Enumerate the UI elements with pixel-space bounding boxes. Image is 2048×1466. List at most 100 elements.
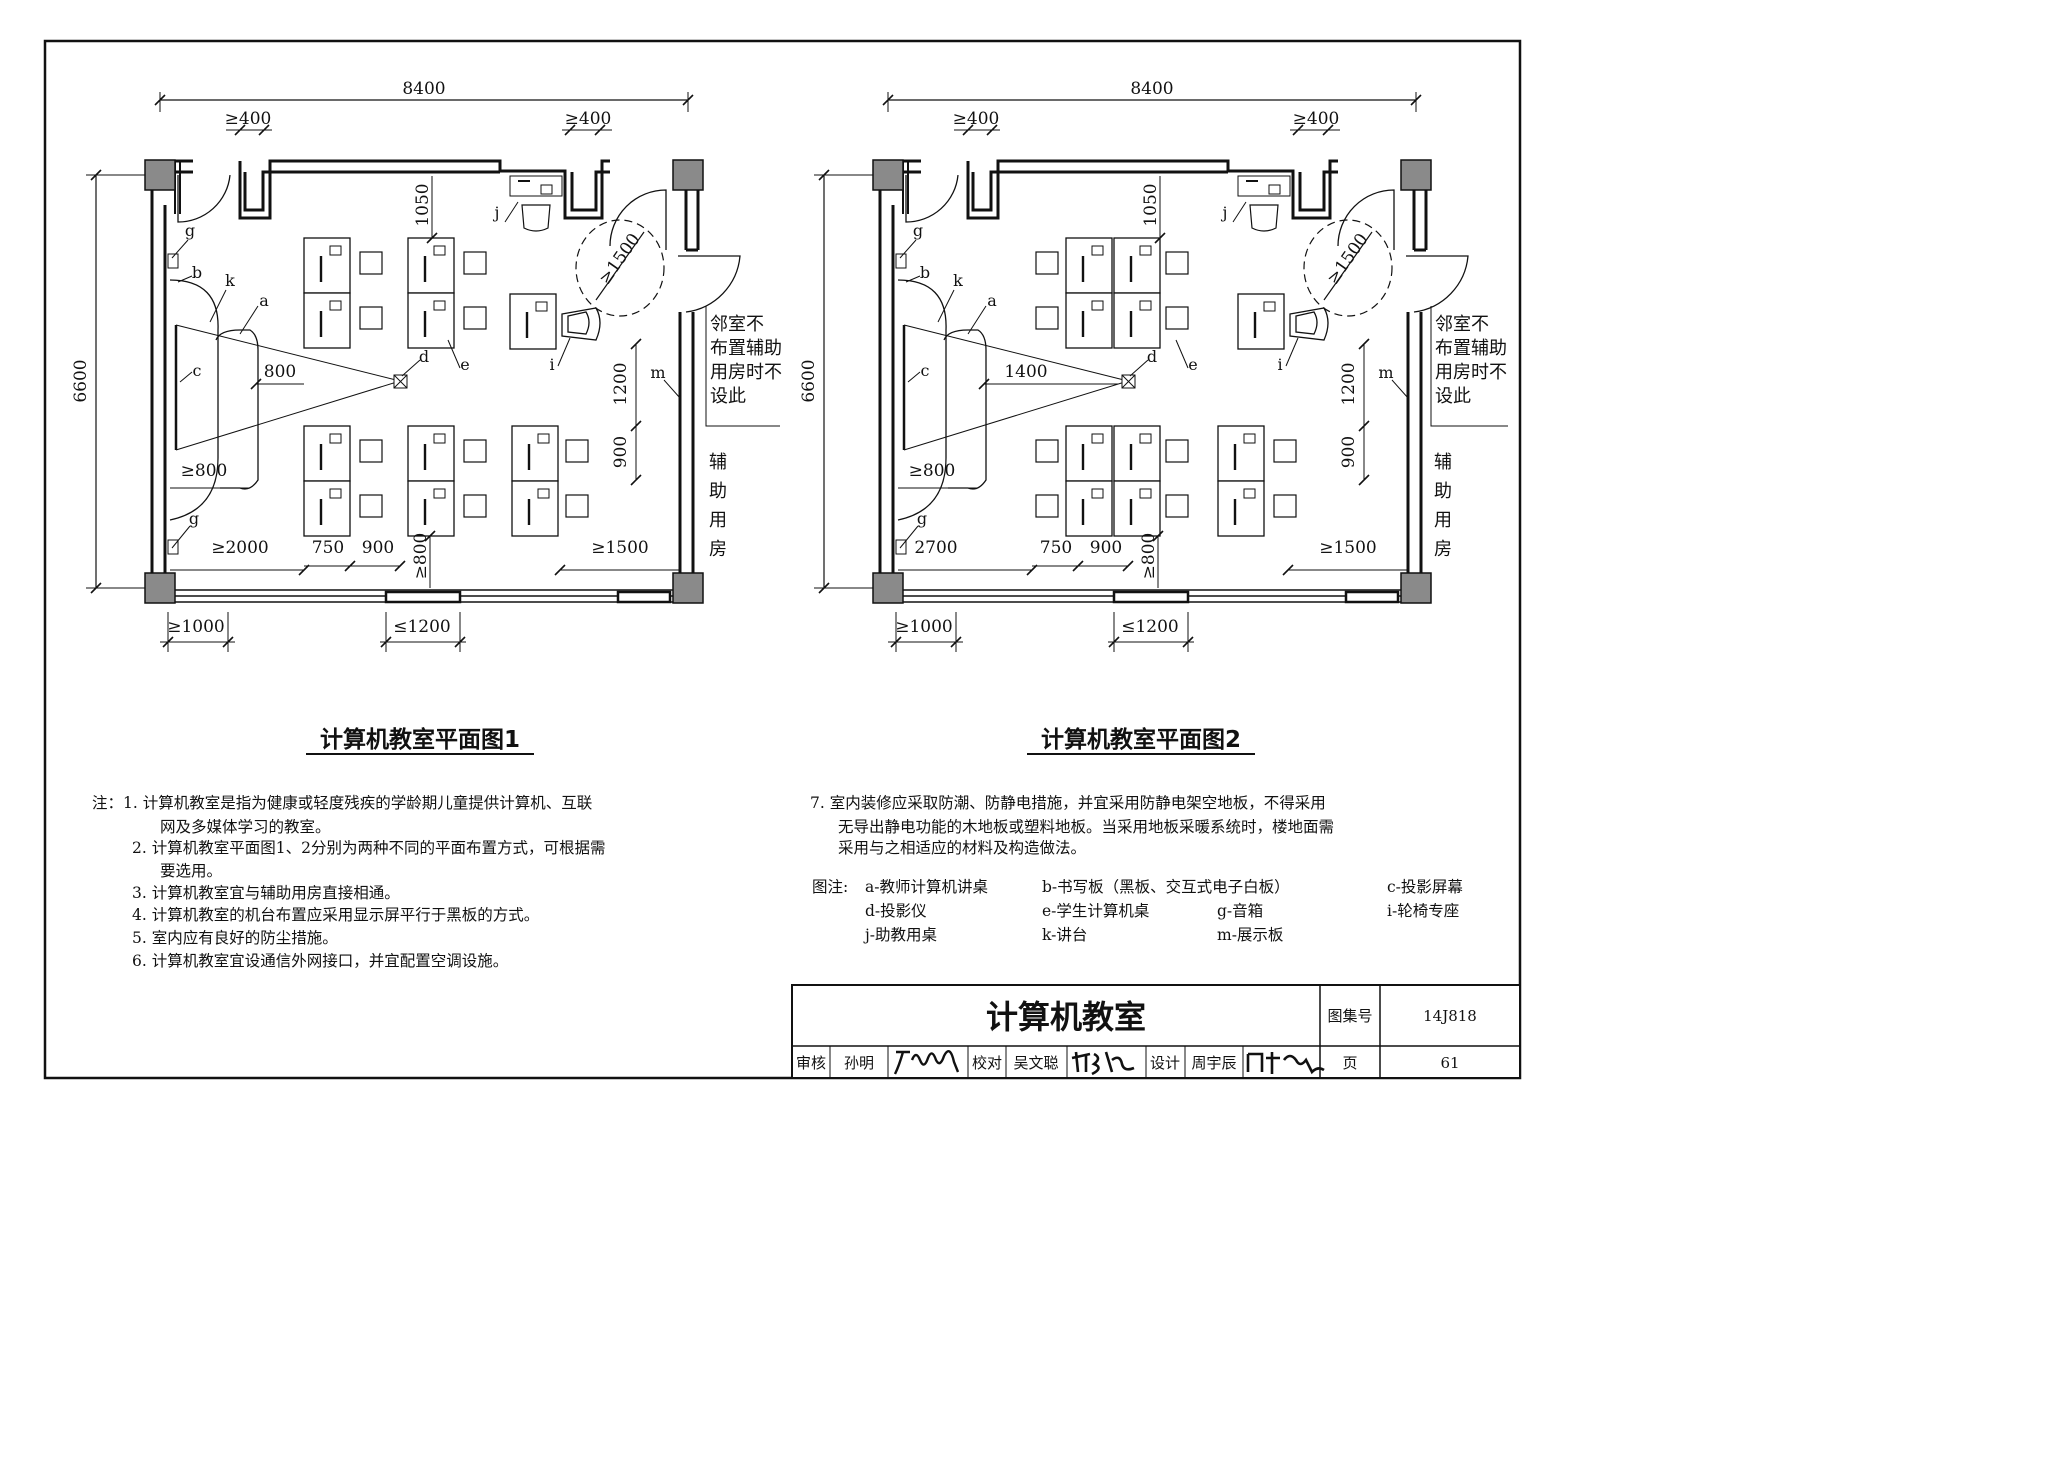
- gap-dimension: ≥400: [1293, 109, 1340, 129]
- label-g-top: g: [913, 221, 923, 240]
- window-sill: [616, 590, 672, 604]
- atlas-label: 图集号: [1327, 1007, 1372, 1025]
- leader-line: [177, 275, 193, 283]
- plan-2-title: 计算机教室平面图2: [1041, 726, 1241, 753]
- projection-line: [903, 380, 1129, 451]
- height-dimension: 6600: [799, 359, 819, 402]
- student-desk: [1217, 425, 1265, 482]
- label-c: c: [921, 361, 930, 380]
- note-line: 2. 计算机教室平面图1、2分别为两种不同的平面布置方式，可根据需: [132, 838, 605, 857]
- wheelchair-seat: [561, 307, 601, 341]
- label-a: a: [987, 291, 997, 310]
- computer-unit: [329, 433, 342, 444]
- dimension-900b: 900: [362, 538, 394, 558]
- projection-line: [175, 380, 401, 451]
- auxiliary-room-label: 助: [709, 481, 727, 502]
- writing-board-arc: [169, 279, 219, 521]
- side-note-leader: [1430, 306, 1508, 427]
- auxiliary-room-label: 房: [709, 539, 727, 560]
- auxiliary-room-label: 助: [1434, 481, 1452, 502]
- label-i: i: [549, 355, 554, 374]
- legend-title: 图注:: [812, 878, 848, 896]
- side-note-line: 用房时不: [710, 362, 782, 383]
- computer-unit: [433, 488, 446, 499]
- chair: [463, 439, 487, 463]
- leader-line: [899, 525, 919, 549]
- speaker-top: [167, 253, 179, 269]
- chair: [1165, 494, 1189, 518]
- label-d: d: [419, 347, 429, 366]
- computer-unit: [1268, 184, 1281, 195]
- student-desk: [303, 425, 351, 482]
- label-e: e: [1188, 355, 1197, 374]
- auxiliary-room-label: 用: [709, 510, 727, 531]
- speaker-top: [895, 253, 907, 269]
- circle-dimension: ≥1500: [595, 230, 644, 289]
- front-dimension: ≥2000: [211, 538, 269, 558]
- student-desk: [407, 425, 455, 482]
- drawing-title: 计算机教室: [986, 998, 1146, 1036]
- side-note-line: 设此: [710, 386, 746, 407]
- student-desk: [1113, 292, 1161, 349]
- dimension-tick: [1152, 530, 1164, 542]
- auxiliary-room-label: 用: [1434, 510, 1452, 531]
- label-a: a: [259, 291, 269, 310]
- gap-dimension: ≥400: [225, 109, 272, 129]
- dimension-tick: [978, 378, 990, 390]
- computer-unit: [1139, 245, 1152, 256]
- chair: [565, 439, 589, 463]
- dimension-800: ≥800: [411, 533, 431, 580]
- computer-unit: [1263, 301, 1276, 312]
- computer-unit: [329, 245, 342, 256]
- side-note-line: 用房时不: [1435, 362, 1507, 383]
- dimension-tick: [1358, 474, 1370, 486]
- projection-line: [175, 324, 401, 382]
- computer-unit: [329, 488, 342, 499]
- projection-distance: 1400: [1004, 362, 1047, 382]
- notes-left: 注：1. 计算机教室是指为健康或轻度残疾的学龄期儿童提供计算机、互联 网及多媒体…: [92, 793, 605, 970]
- legend-item: c-投影屏幕: [1387, 878, 1463, 896]
- note-line: 7. 室内装修应采取防潮、防静电措施，并宜采用防静电架空地板，不得采用: [810, 793, 1326, 812]
- leader-line: [937, 289, 955, 323]
- structural-column: [144, 159, 176, 191]
- note-line: 5. 室内应有良好的防尘措施。: [132, 928, 338, 947]
- label-j: j: [1221, 203, 1228, 222]
- dimension-tick: [554, 564, 566, 576]
- dimension-750: 750: [1040, 538, 1072, 558]
- legend-item: j-助教用桌: [863, 926, 937, 944]
- chair: [565, 494, 589, 518]
- page-label: 页: [1342, 1054, 1357, 1072]
- leader-line: [967, 305, 987, 335]
- projection-distance: 800: [264, 362, 296, 382]
- assistant-desk: [1237, 175, 1291, 197]
- door-dimension: ≥1000: [167, 617, 225, 637]
- leader-line: [179, 371, 193, 383]
- computer-unit: [433, 433, 446, 444]
- leader-line: [1285, 337, 1299, 367]
- label-m: m: [1378, 363, 1393, 382]
- reviewer-name: 孙明: [844, 1054, 874, 1072]
- leader-line: [907, 371, 921, 383]
- legend-item: a-教师计算机讲桌: [865, 877, 988, 896]
- door-swing: [1337, 189, 1395, 250]
- aisle-dimension: ≥800: [181, 461, 228, 481]
- legend: 图注: a-教师计算机讲桌 b-书写板（黑板、交互式电子白板） c-投影屏幕 d…: [812, 877, 1463, 944]
- label-b: b: [920, 263, 930, 282]
- student-desk: [1065, 292, 1113, 349]
- leader-line: [1129, 359, 1149, 377]
- leader-line: [1232, 201, 1247, 223]
- computer-unit: [1139, 488, 1152, 499]
- dimension-1200: 1200: [1339, 362, 1359, 405]
- dimension-750: 750: [312, 538, 344, 558]
- note-line: 无导出静电功能的木地板或塑料地板。当采用地板采暖系统时，楼地面需: [838, 818, 1334, 836]
- label-m: m: [650, 363, 665, 382]
- side-note-line: 邻室不: [710, 314, 764, 335]
- dimension-tick: [630, 420, 642, 432]
- projection-line: [903, 324, 1129, 382]
- note-line: 4. 计算机教室的机台布置应采用显示屏平行于黑板的方式。: [132, 905, 539, 924]
- student-desk: [1113, 425, 1161, 482]
- atlas-number: 14J818: [1423, 1007, 1477, 1025]
- label-k: k: [953, 271, 963, 290]
- back-dimension: ≥1500: [1319, 538, 1377, 558]
- label-k: k: [225, 271, 235, 290]
